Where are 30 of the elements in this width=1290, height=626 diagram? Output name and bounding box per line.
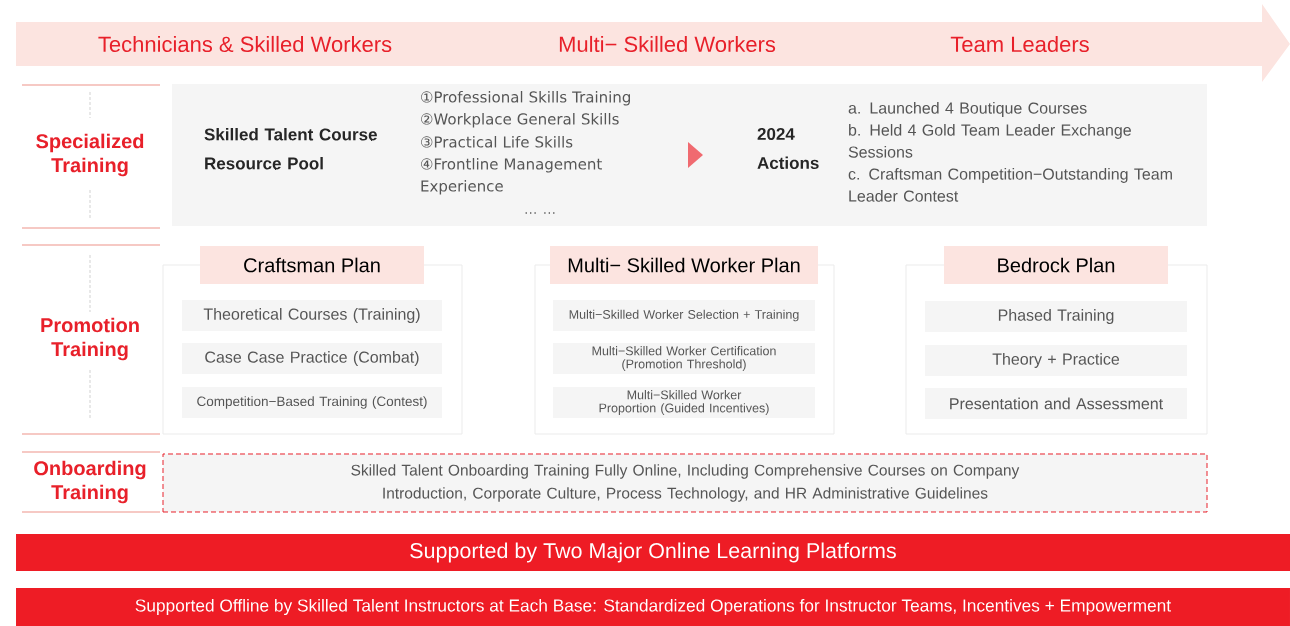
stage-heading: Technicians & Skilled Workers <box>98 35 392 53</box>
row-label: Promotion Training <box>41 317 139 361</box>
list-item: ④Frontline Management Experience <box>421 158 602 195</box>
row-label: Onboarding Training <box>34 460 146 504</box>
dashed-box: Skilled Talent Onboarding Training Fully Online, Including Comprehensive Courses on Company Introduction, Corporate Culture, Process Technology, and HR Administrative Guidelines <box>162 453 1208 513</box>
card-header: Craftsman Plan <box>200 246 424 284</box>
plan-step: Presentation and Assessment <box>925 388 1187 419</box>
plan-step: Theory + Practice <box>925 345 1187 376</box>
plan-step: Phased Training <box>925 301 1187 332</box>
actions-heading: 2024 Actions <box>757 128 819 170</box>
action-item: c. Craftsman Competition−Outstanding Team Leader Contest <box>848 168 1172 202</box>
plan-step: Multi−Skilled Worker Proportion (Guided Incentives) <box>553 387 815 418</box>
list-item: ②Workplace General Skills <box>421 113 619 128</box>
stage-heading: Team Leaders <box>950 35 1089 53</box>
card-header: Multi− Skilled Worker Plan <box>550 246 818 284</box>
banner: Supported by Two Major Online Learning Platforms <box>16 534 1290 571</box>
plan-step: Multi−Skilled Worker Selection + Training <box>553 300 815 331</box>
stage-heading: Multi− Skilled Workers <box>559 35 776 53</box>
plan-step: Theoretical Courses (Training) <box>182 300 442 331</box>
list-item: ③Practical Life Skills <box>421 136 573 148</box>
row-label: Specialized Training <box>36 133 144 177</box>
plan-step: Case Case Practice (Combat) <box>182 343 442 374</box>
plan-step: Competition−Based Training (Contest) <box>182 387 442 418</box>
list-item: ①Professional Skills Training <box>421 91 630 106</box>
card-header: Bedrock Plan <box>944 246 1168 284</box>
ellipsis-text: … … <box>525 212 555 214</box>
plan-step: Multi−Skilled Worker Certification (Promotion Threshold) <box>553 343 815 374</box>
banner: Supported Offline by Skilled Talent Instructors at Each Base: Standardized Operations for Instructor Teams, Incentives + Empowerment <box>16 588 1290 626</box>
resource-pool-heading: Skilled Talent Course Resource Pool <box>204 128 377 170</box>
action-item: a. Launched 4 Boutique Courses <box>848 102 1087 117</box>
